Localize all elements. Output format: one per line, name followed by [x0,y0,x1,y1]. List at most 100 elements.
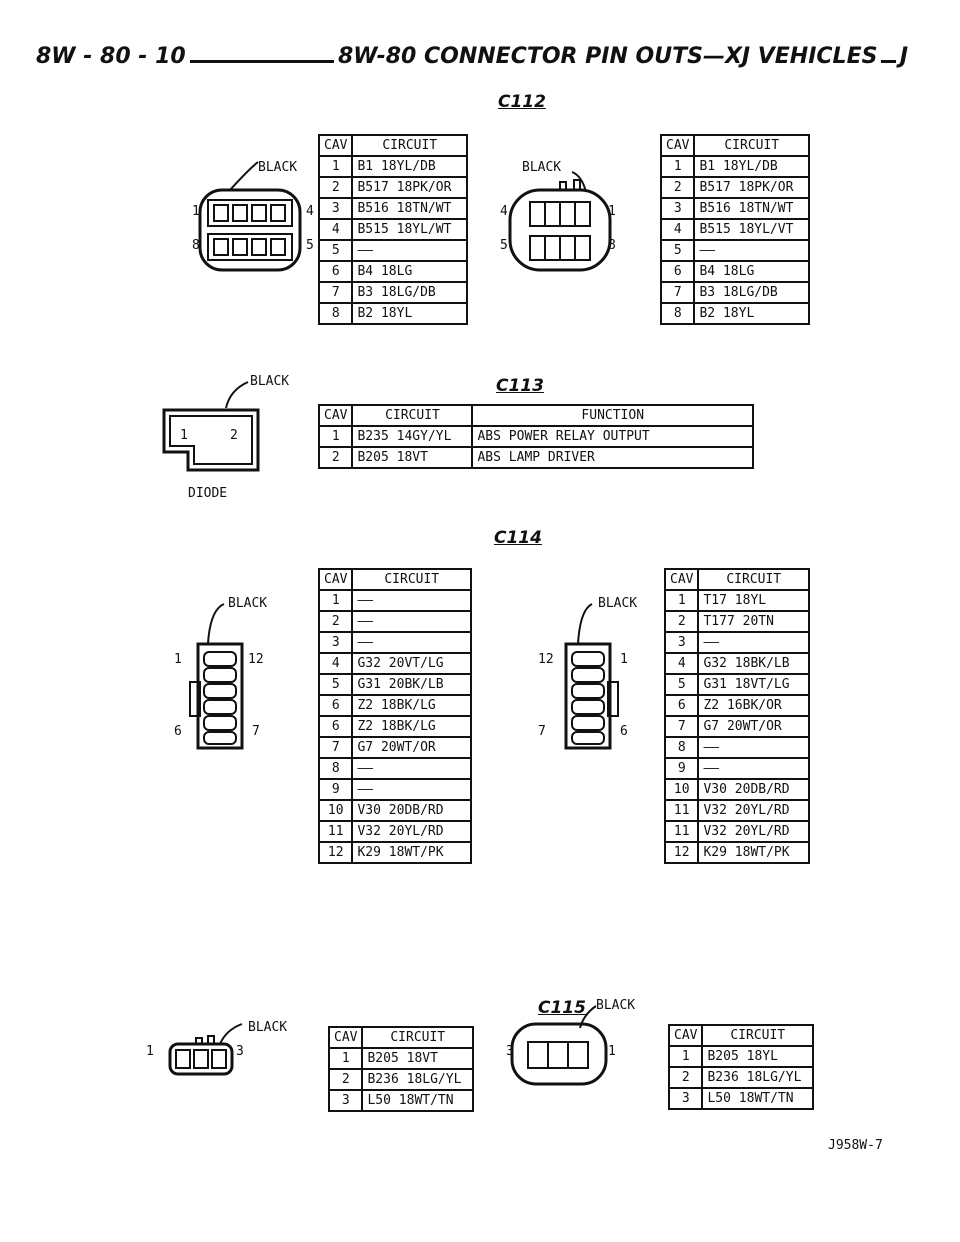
cavity-number: 1 [317,155,354,178]
c114-left-pin-6: 6 [174,724,182,739]
cavity-number: 1 [667,1045,704,1068]
c112-right-pin-4: 4 [500,204,508,219]
circuit-cell: —— [351,239,468,262]
circuit-cell: —— [697,736,810,759]
col-header: CAV [317,404,354,427]
circuit-cell: T177 20TN [697,610,810,633]
col-header: CIRCUIT [693,134,810,157]
cavity-number: 3 [317,197,354,220]
cavity-number: 8 [663,736,700,759]
cavity-number: 3 [317,631,354,654]
cavity-number: 9 [317,778,354,801]
circuit-cell: K29 18WT/PK [351,841,472,864]
col-header: CAV [663,568,700,591]
cavity-number: 1 [327,1047,364,1070]
col-header: FUNCTION [471,404,754,427]
cavity-number: 3 [327,1089,364,1112]
c114-left-pin-1: 1 [174,652,182,667]
circuit-cell: —— [351,589,472,612]
col-header: CIRCUIT [701,1024,814,1047]
table-row: 5—— [317,239,468,262]
col-header: CAV [317,134,354,157]
c112-left-pin-4: 4 [306,204,314,219]
c113-diode-connector-icon [162,381,260,472]
cavity-number: 4 [663,652,700,675]
table-row: 3—— [663,631,810,654]
table-row: 5—— [659,239,810,262]
circuit-cell: B236 18LG/YL [361,1068,474,1091]
page-title: 8W-80 CONNECTOR PIN OUTS—XJ VEHICLES [334,44,882,69]
circuit-cell: B515 18YL/VT [693,218,810,241]
circuit-cell: G7 20WT/OR [697,715,810,738]
c112-right-pin-8: 8 [608,238,616,253]
table-row: 3—— [317,631,472,654]
circuit-cell: K29 18WT/PK [697,841,810,864]
table-row: 1—— [317,589,472,612]
table-row: 8—— [663,736,810,759]
cavity-number: 7 [317,736,354,759]
cavity-number: 6 [659,260,696,283]
cavity-number: 11 [317,820,354,843]
col-header: CIRCUIT [351,404,474,427]
col-header: CAV [327,1026,364,1049]
c115-left-color-label: BLACK [248,1020,288,1035]
circuit-cell: B517 18PK/OR [351,176,468,199]
circuit-cell: ABS POWER RELAY OUTPUT [471,425,754,448]
cavity-number: 1 [317,589,354,612]
cavity-number: 1 [659,155,696,178]
c112-right-color-label: BLACK [522,160,562,175]
circuit-cell: L50 18WT/TN [701,1087,814,1110]
circuit-cell: G31 20BK/LB [351,673,472,696]
circuit-cell: B3 18LG/DB [351,281,468,304]
circuit-cell: Z2 18BK/LG [351,715,472,738]
cavity-number: 12 [663,841,700,864]
cavity-number: 10 [663,778,700,801]
c114-left-connector-icon [189,603,244,750]
col-header: CIRCUIT [361,1026,474,1049]
circuit-cell: B236 18LG/YL [701,1066,814,1089]
c113-pin-2: 2 [230,428,238,443]
table-row: 9—— [663,757,810,780]
cavity-number: 8 [659,302,696,325]
circuit-cell: V30 20DB/RD [697,778,810,801]
table-row: 9—— [317,778,472,801]
circuit-cell: B4 18LG [351,260,468,283]
cavity-number: 3 [667,1087,704,1110]
cavity-number: 9 [663,757,700,780]
col-header: CAV [667,1024,704,1047]
c112-left-pin-1: 1 [192,204,200,219]
c113-color-label: BLACK [250,374,290,389]
cavity-number: 4 [317,218,354,241]
circuit-cell: B2 18YL [693,302,810,325]
circuit-cell: Z2 16BK/OR [697,694,810,717]
cavity-number: 5 [663,673,700,696]
circuit-cell: Z2 18BK/LG [351,694,472,717]
cavity-number: 2 [663,610,700,633]
header-vehicle-code: J [895,44,912,69]
circuit-cell: V32 20YL/RD [351,820,472,843]
